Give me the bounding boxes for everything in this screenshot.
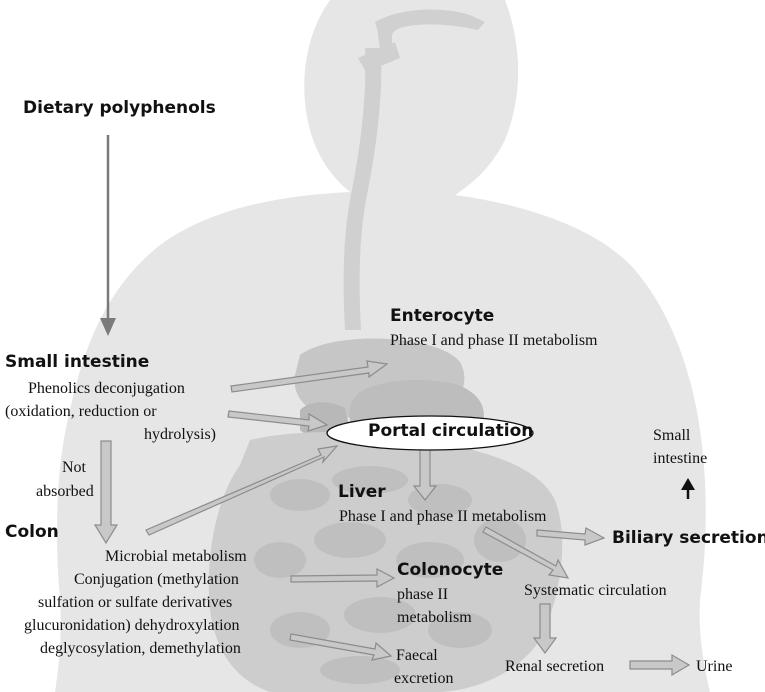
label-colon: Colon [5,522,59,542]
small-intestine-right-2: intestine [653,450,708,467]
colon-desc-1: Microbial metabolism [105,548,247,565]
arrow-colon-to-faecal [289,633,393,661]
small-intestine-desc-1: Phenolics deconjugation [28,380,185,397]
small-intestine-desc-2: (oxidation, reduction or [5,403,157,420]
label-liver: Liver [338,482,386,502]
colonocyte-desc-2: metabolism [397,609,472,626]
small-intestine-right-1: Small [653,427,691,444]
label-systematic-circulation: Systematic circulation [524,582,667,599]
colon-desc-4: glucuronidation) dehydroxylation [24,617,240,634]
arrow-si-to-colon [93,440,119,545]
arrow-portal-to-liver [412,448,438,501]
colon-desc-2: Conjugation (methylation [74,571,239,588]
arrow-liver-to-systematic [482,526,570,579]
faecal-2: excretion [394,670,454,687]
arrow-colon-to-colonocyte [290,568,396,588]
label-portal-circulation: Portal circulation [368,421,534,441]
arrow-liver-to-biliary [536,527,606,546]
colon-desc-3: sulfation or sulfate derivatives [38,594,233,611]
portal-circulation-ellipse [326,415,534,451]
liver-desc: Phase I and phase II metabolism [339,508,547,525]
arrow-si-to-enterocyte [230,360,389,393]
label-renal-secretion: Renal secretion [505,658,605,675]
arrow-colon-to-portal [145,445,339,536]
esophagus [343,9,485,330]
not-absorbed-2: absorbed [36,483,94,500]
label-colonocyte: Colonocyte [397,560,504,580]
arrow-si-to-portal [227,410,329,432]
colon-desc-5: deglycosylation, demethylation [40,640,241,657]
faecal-1: Faecal [396,647,438,664]
not-absorbed-1: Not [62,459,86,476]
organs [208,338,563,692]
label-dietary-polyphenols: Dietary polyphenols [23,98,216,118]
arrow-systematic-to-renal [532,603,558,655]
arrow-renal-to-urine [629,653,691,677]
label-small-intestine: Small intestine [5,352,150,372]
label-biliary-secretion: Biliary secretion [612,528,765,548]
label-enterocyte: Enterocyte [390,306,495,326]
arrow-dietary-to-small-intestine [100,135,116,336]
label-urine: Urine [696,658,733,675]
arrow-biliary-to-small-intestine [681,478,695,499]
colonocyte-desc-1: phase II [397,586,449,603]
enterocyte-desc: Phase I and phase II metabolism [390,332,598,349]
small-intestine-desc-3: hydrolysis) [144,426,216,443]
